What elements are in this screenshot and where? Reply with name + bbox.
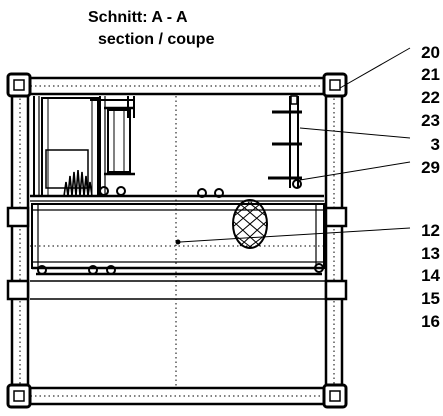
callout-3: 3 <box>431 135 440 154</box>
leader-lines <box>179 47 411 243</box>
lower-compartment <box>30 280 326 300</box>
callout-22: 22 <box>421 88 440 107</box>
drawing-subtitle: section / coupe <box>98 31 215 48</box>
drawing-title: Schnitt: A - A <box>88 9 188 26</box>
callout-16: 16 <box>421 312 440 331</box>
callout-12: 12 <box>421 221 440 240</box>
callout-23: 23 <box>421 111 440 130</box>
callout-15: 15 <box>421 289 440 308</box>
callout-29: 29 <box>421 158 440 177</box>
callout-20: 20 <box>421 43 440 62</box>
callout-21: 21 <box>421 65 440 84</box>
outer-frame <box>6 72 348 409</box>
upper-compartment <box>30 95 324 202</box>
middle-compartment <box>31 199 325 276</box>
callout-labels: 20 21 22 23 3 29 12 13 14 15 16 <box>421 43 440 331</box>
callout-13: 13 <box>421 244 440 263</box>
callout-14: 14 <box>421 266 440 285</box>
